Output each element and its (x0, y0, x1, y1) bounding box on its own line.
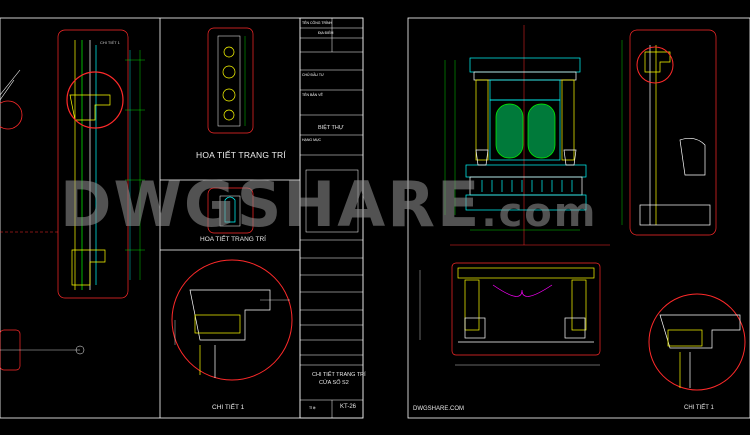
window-plan-drawing (419, 262, 601, 366)
window-elevation-drawing (444, 25, 610, 246)
label-hoa-tiet-2: HOA TIẾT TRANG TRÍ (200, 236, 266, 243)
label-chi-tiet-bottom: CHI TIẾT 1 (212, 404, 245, 411)
label-chi-tiet-right: CHI TIẾT 1 (684, 405, 714, 411)
tb-code: KT-26 (340, 404, 357, 410)
tb-row4: TÊN BẢN VẼ (302, 93, 323, 97)
watermark-suffix: .com (481, 190, 598, 236)
tb-row3: CHỦ ĐẦU TƯ (302, 73, 324, 77)
detail-circle-left (171, 259, 293, 381)
watermark-main: DWGSHARE (60, 168, 482, 241)
tb-scale: Tỉ lệ (309, 406, 316, 410)
right-sheet-frame (407, 17, 750, 419)
tb-project: BIỆT THỰ (318, 125, 344, 131)
tb-row2: ĐỊA ĐIỂM (318, 31, 334, 35)
site-label: DWGSHARE.COM (413, 406, 464, 412)
tb-sheet-title-2: CỬA SỐ S2 (319, 380, 349, 386)
tb-row1: TÊN CÔNG TRÌNH (302, 21, 333, 25)
watermark: DWGSHARE.com (60, 168, 750, 241)
ornament-vertical-drawing (207, 27, 254, 134)
label-hoa-tiet-1: HOA TIẾT TRANG TRÍ (196, 150, 286, 160)
title-block (299, 17, 364, 419)
ornament-small-drawing (207, 187, 254, 234)
label-chi-tiet-top: CHI TIẾT 1 (100, 40, 120, 45)
tb-row5: HẠNG MỤC (302, 138, 322, 142)
window-section-drawing (621, 29, 717, 236)
column-detail-drawing (0, 29, 145, 371)
tb-sheet-title-1: CHI TIẾT TRANG TRÍ (312, 372, 366, 378)
detail-circle-right (648, 293, 746, 391)
